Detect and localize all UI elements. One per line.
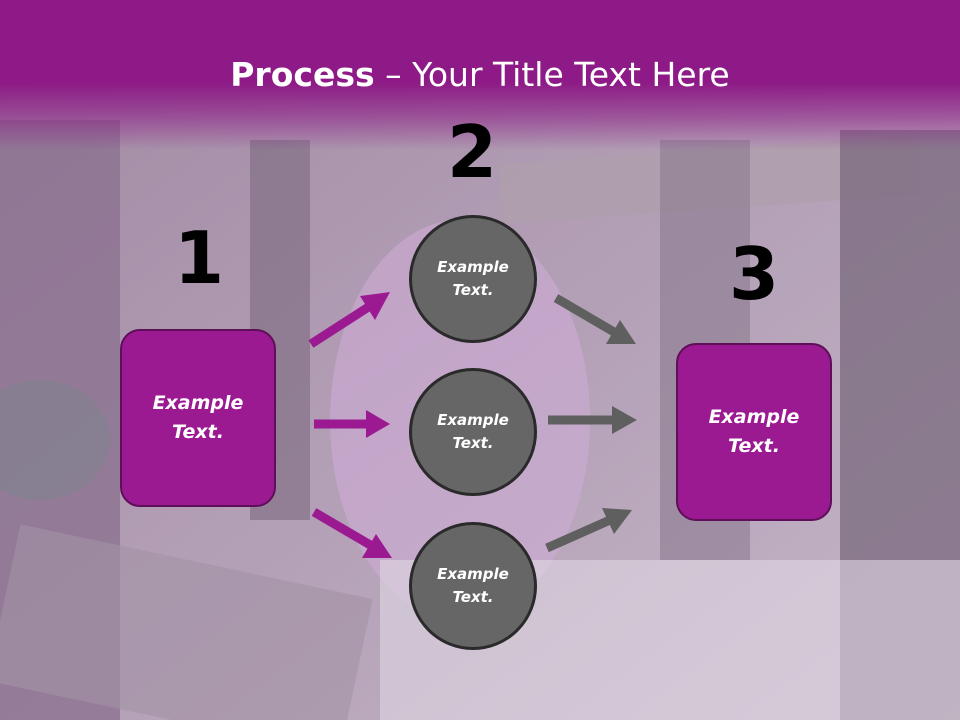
title-bar: Process – Your Title Text Here <box>0 0 960 150</box>
page-title: Process – Your Title Text Here <box>0 52 960 98</box>
circle-top-line2: Text. <box>452 281 494 299</box>
arrow-top-to-right <box>553 294 636 344</box>
right-box-line1: Example <box>708 406 800 428</box>
step-number-1: 1 <box>173 216 225 300</box>
arrow-left-to-middle <box>314 410 390 438</box>
right-box-line2: Text. <box>728 435 780 457</box>
circle-bottom-line1: Example <box>437 565 509 583</box>
title-bold: Process <box>230 55 375 94</box>
title-rest: – Your Title Text Here <box>374 55 730 94</box>
arrow-left-to-bottom <box>311 508 392 558</box>
circle-middle-line1: Example <box>437 411 509 429</box>
step-number-3: 3 <box>728 232 780 316</box>
left-box-line1: Example <box>152 392 244 414</box>
circle-middle-line2: Text. <box>452 434 494 452</box>
left-box-line2: Text. <box>172 421 224 443</box>
arrow-middle-to-right <box>548 406 637 434</box>
arrow-left-to-top <box>308 292 390 348</box>
circle-top-line1: Example <box>437 258 509 276</box>
circle-bottom-line2: Text. <box>452 588 494 606</box>
step-number-2: 2 <box>446 110 498 194</box>
arrow-bottom-to-right <box>545 508 632 553</box>
